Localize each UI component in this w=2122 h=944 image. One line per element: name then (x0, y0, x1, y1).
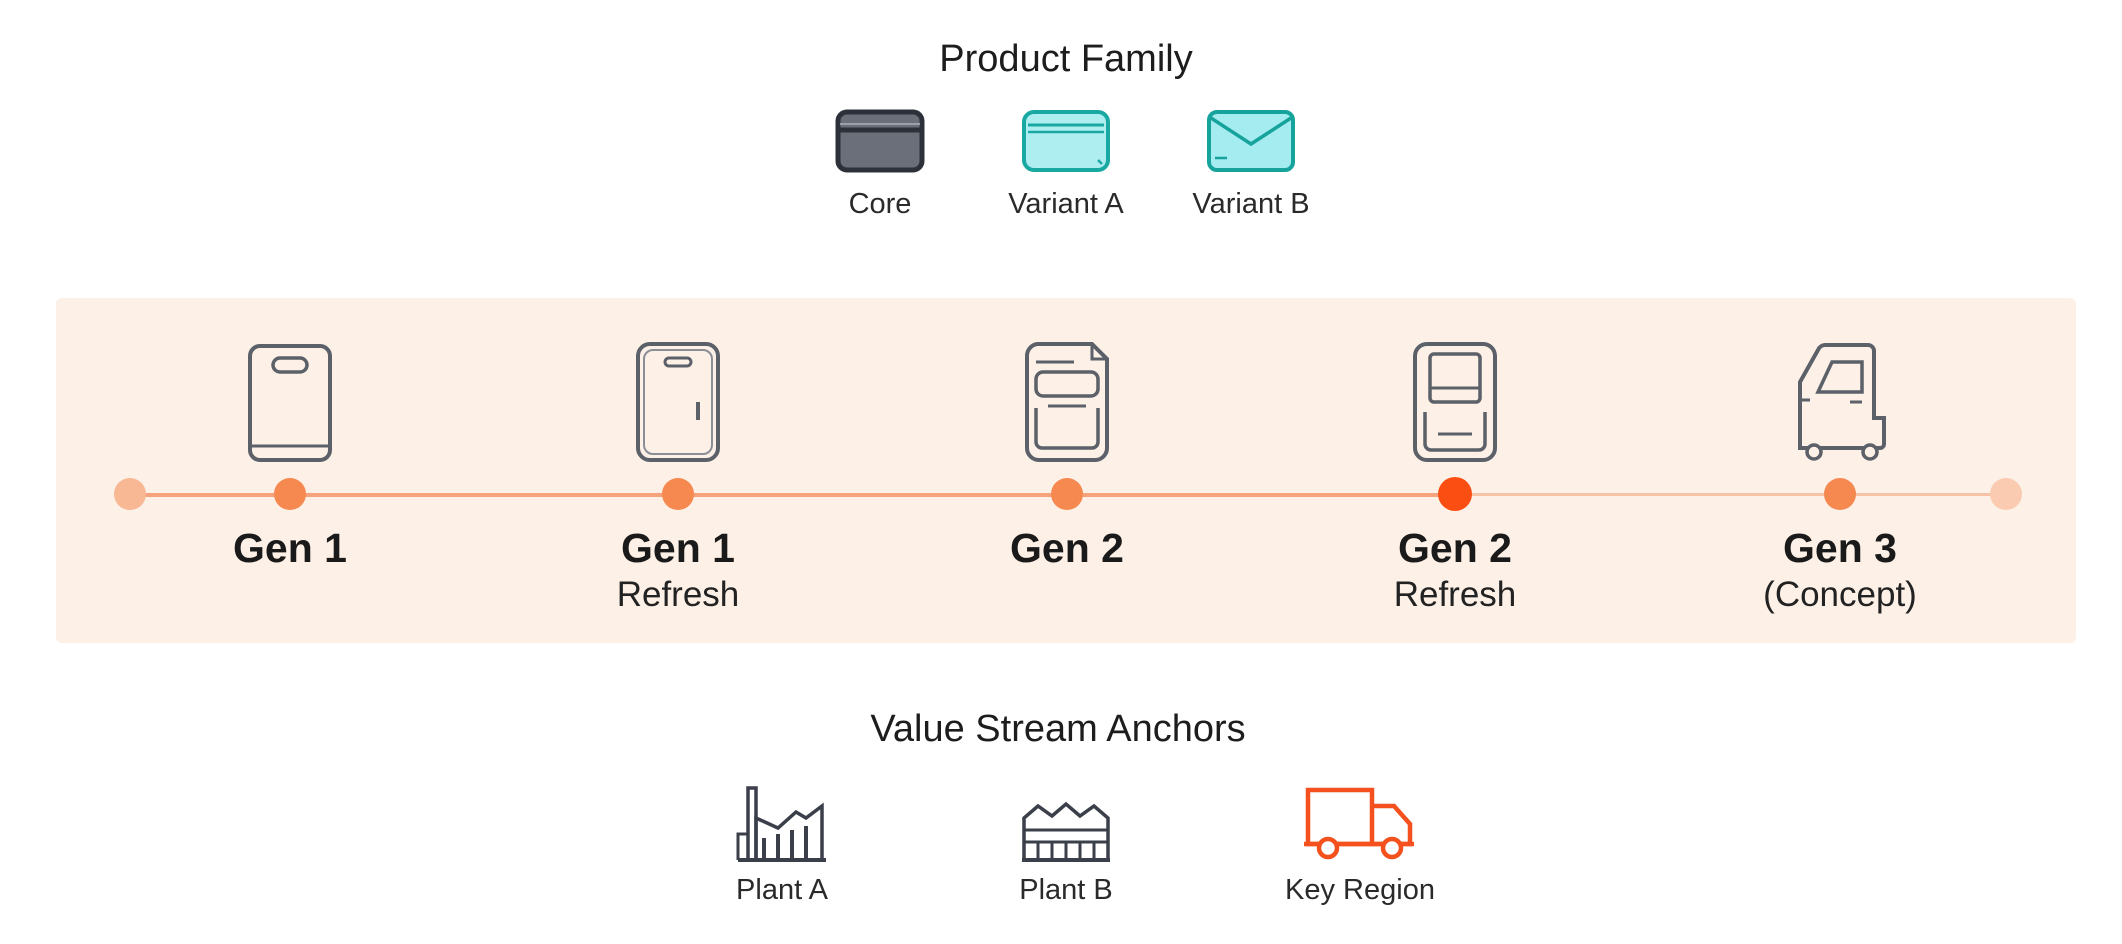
timeline-end-dot (1990, 478, 2022, 510)
gen-1-label: Gen 1 (233, 528, 347, 569)
legend-variant-a: Variant A (976, 108, 1156, 221)
key-region-truck-icon (1304, 787, 1414, 860)
gen-1-refresh-device-icon (636, 342, 720, 462)
gen-3-concept-vehicle-icon (1798, 343, 1886, 461)
gen-2-refresh-dot (1438, 477, 1472, 511)
legend-label-variant-a: Variant A (1008, 188, 1124, 220)
timeline-band (56, 298, 2076, 643)
gen-3-concept-dot (1824, 478, 1856, 510)
anchor-label-plant-b: Plant B (1019, 874, 1113, 906)
gen-2-refresh-subtitle: Refresh (1393, 575, 1517, 614)
legend-variant-b: Variant B (1161, 108, 1341, 221)
gen-2-device-icon (1024, 342, 1109, 462)
plant-b-factory-icon (1022, 801, 1110, 862)
gen-2-refresh-label: Gen 2 Refresh (1393, 525, 1517, 614)
gen-3-subtitle: (Concept) (1763, 575, 1917, 614)
value-stream-title: Value Stream Anchors (870, 708, 1246, 750)
gen-3-title: Gen 3 (1783, 525, 1897, 571)
gen-1-refresh-title: Gen 1 (621, 525, 735, 571)
gen-1-dot (274, 478, 306, 510)
timeline-track-future (1455, 493, 2005, 496)
gen-1-refresh-subtitle: Refresh (616, 575, 740, 614)
gen-2-title: Gen 2 (1010, 525, 1124, 571)
core-cartridge-icon (835, 109, 925, 173)
gen-1-device-icon (248, 344, 332, 462)
product-family-title: Product Family (939, 38, 1193, 80)
anchor-key-region: Key Region (1270, 782, 1450, 907)
variant-b-envelope-icon (1207, 110, 1295, 172)
anchor-plant-b: Plant B (976, 782, 1156, 907)
anchor-label-plant-a: Plant A (736, 874, 828, 906)
gen-2-dot (1051, 478, 1083, 510)
gen-2-refresh-device-icon (1413, 342, 1497, 462)
plant-a-factory-icon (736, 786, 826, 862)
anchor-label-key-region: Key Region (1285, 874, 1435, 906)
gen-3-concept-label: Gen 3 (Concept) (1763, 525, 1917, 614)
gen-1-refresh-dot (662, 478, 694, 510)
gen-2-refresh-title: Gen 2 (1398, 525, 1512, 571)
timeline-track (130, 493, 1455, 497)
gen-1-title: Gen 1 (233, 525, 347, 571)
gen-1-refresh-label: Gen 1 Refresh (616, 525, 740, 614)
timeline-start-dot (114, 478, 146, 510)
legend-core: Core (790, 108, 970, 221)
variant-a-cartridge-icon (1022, 110, 1110, 172)
legend-label-variant-b: Variant B (1192, 188, 1310, 220)
gen-2-label: Gen 2 (1010, 528, 1124, 569)
legend-label-core: Core (848, 188, 912, 220)
anchor-plant-a: Plant A (692, 782, 872, 907)
